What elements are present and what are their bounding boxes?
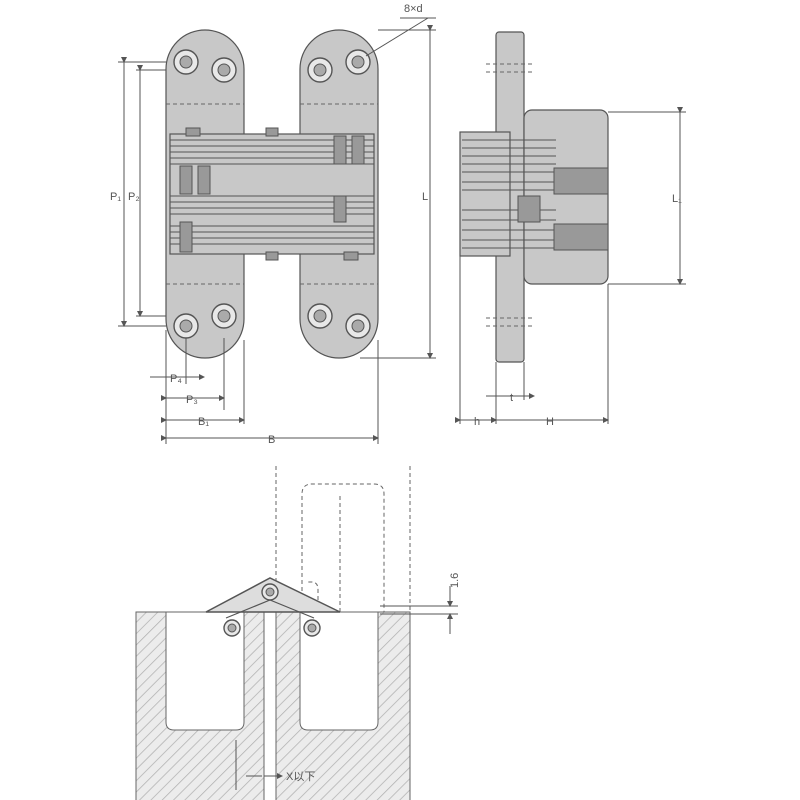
label-p2: P₂	[128, 191, 140, 203]
door-open-ghost	[301, 483, 385, 612]
pin-right-bot	[333, 195, 347, 223]
installed-view: 1.6 X以下	[135, 466, 461, 800]
pin-right-top	[333, 135, 347, 165]
label-l: L	[422, 191, 428, 203]
pin-left-bot	[179, 221, 193, 253]
pin-left-mid	[197, 165, 211, 195]
label-p4: P₄	[170, 373, 182, 385]
label-b: B	[268, 434, 275, 446]
screw-holes	[173, 49, 371, 339]
label-h: h	[474, 416, 480, 428]
door-pocket	[299, 611, 379, 731]
side-plate-lines	[462, 139, 556, 249]
front-view: 8×d P₁ P₂ L P₄ P₃ B₁ B	[110, 3, 436, 446]
label-H: H	[546, 416, 554, 428]
label-p3: P₃	[186, 394, 198, 406]
side-plates	[459, 131, 511, 257]
label-holes: 8×d	[404, 3, 423, 15]
label-x-max: X以下	[286, 771, 315, 783]
pin-right-mid	[351, 135, 365, 165]
label-gap: 1.6	[449, 573, 461, 588]
side-view: L₁ t h H	[455, 31, 686, 428]
frame-pocket	[165, 611, 245, 731]
pin-left-top	[179, 165, 193, 195]
label-p1: P₁	[110, 191, 121, 203]
label-t: t	[510, 392, 513, 404]
label-l1: L₁	[672, 193, 682, 205]
label-b1: B₁	[198, 416, 209, 428]
